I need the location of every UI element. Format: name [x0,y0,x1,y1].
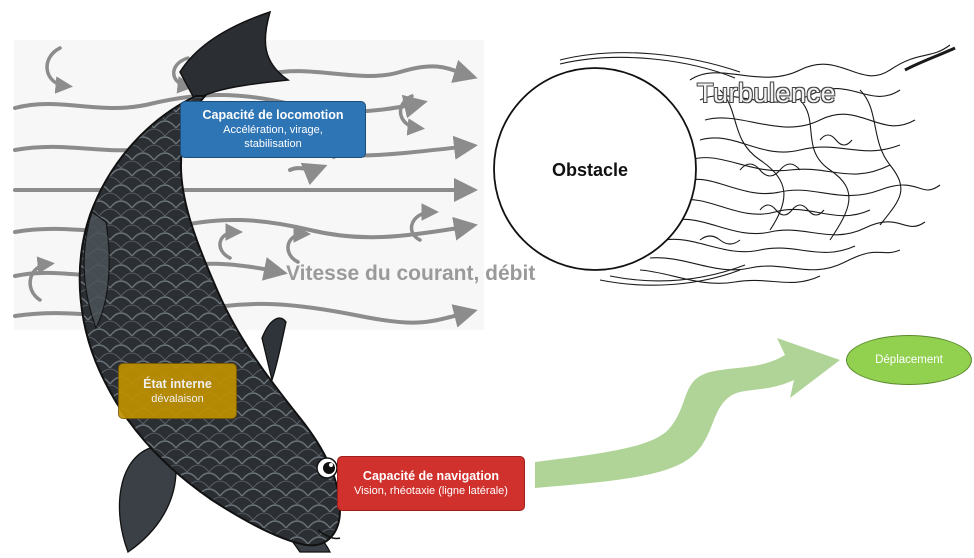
obstacle-label: Obstacle [552,160,628,181]
locomotion-title: Capacité de locomotion [181,108,365,123]
etat-interne-box: État interne dévalaison [118,363,237,419]
navigation-box: Capacité de navigation Vision, rhéotaxie… [337,456,525,511]
vitesse-courant-label: Vitesse du courant, débit [286,262,535,286]
etat-title: État interne [119,377,236,392]
navigation-title: Capacité de navigation [338,469,524,484]
turbulence-label: Turbulence [697,78,836,109]
locomotion-box: Capacité de locomotion Accélération, vir… [180,101,366,158]
deplacement-ellipse: Déplacement [846,335,972,385]
green-curved-arrow [535,338,840,488]
locomotion-subtitle-2: stabilisation [181,137,365,151]
navigation-subtitle: Vision, rhéotaxie (ligne latérale) [338,484,524,498]
etat-subtitle: dévalaison [119,392,236,406]
flow-arrow [290,168,320,170]
locomotion-subtitle-1: Accélération, virage, [181,123,365,137]
